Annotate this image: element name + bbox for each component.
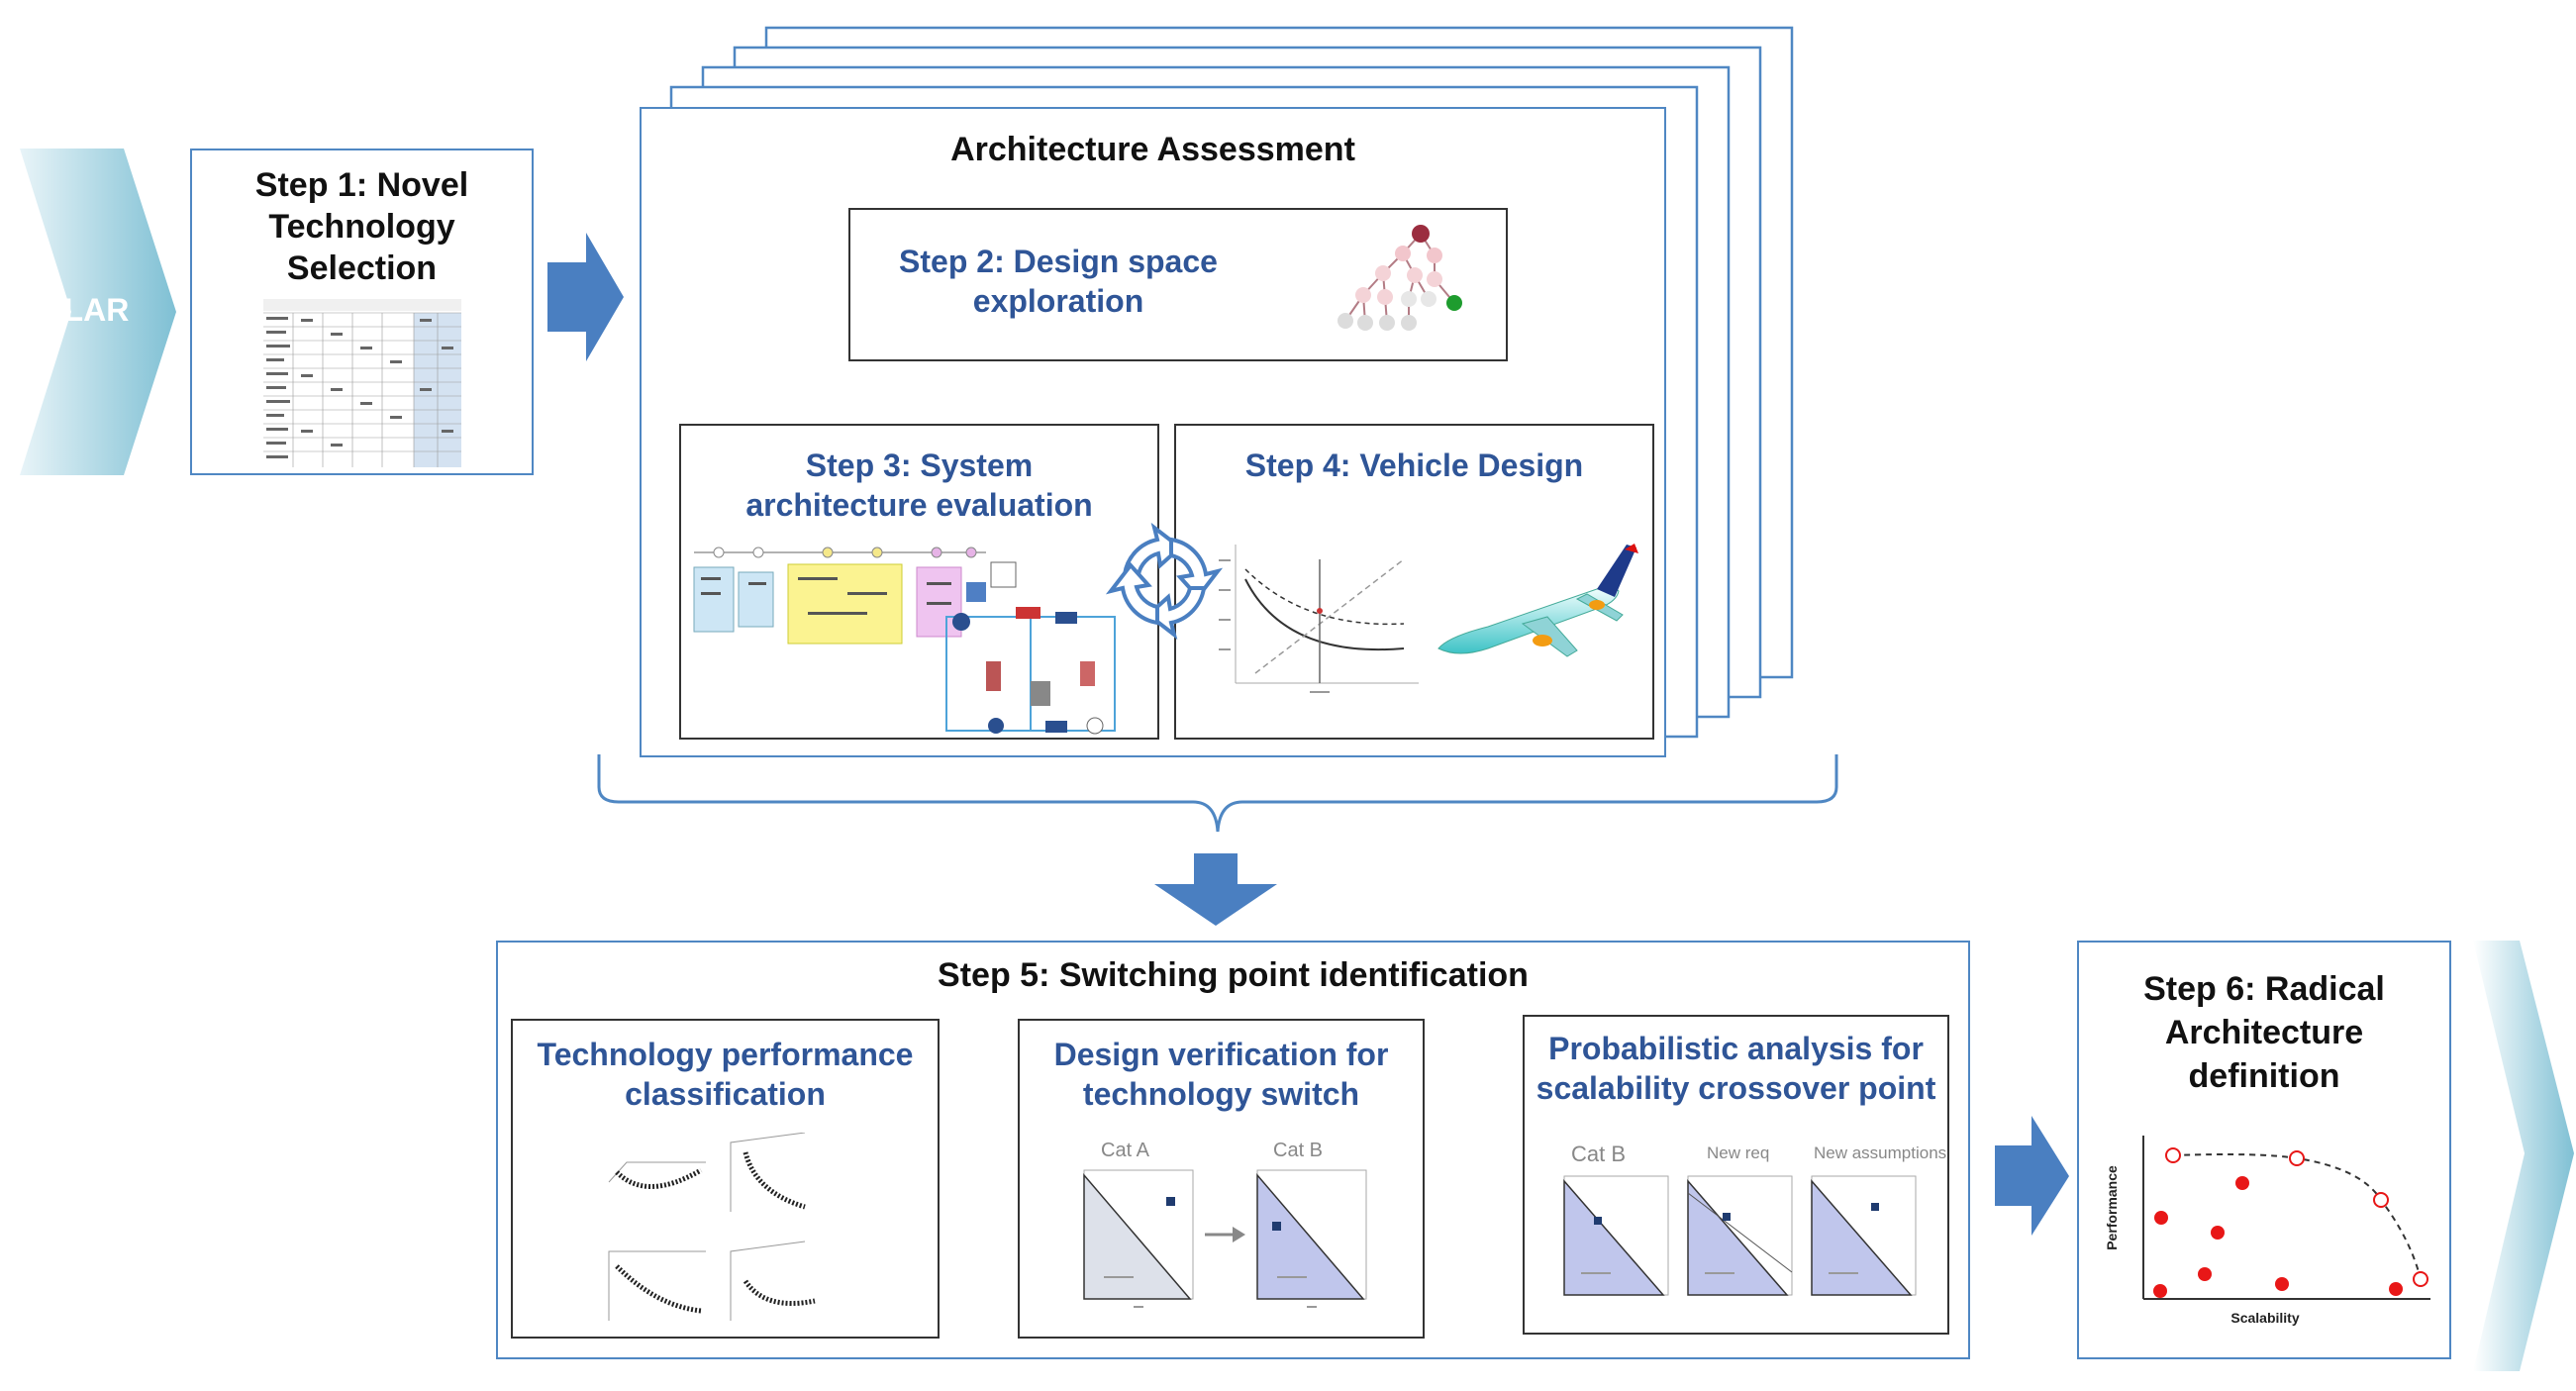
step5-panel-verification: Design verification for technology switc… <box>1018 1019 1425 1339</box>
step4-title: Step 4: Vehicle Design <box>1244 447 1584 483</box>
feasible-region-plots <box>1083 1169 1367 1308</box>
constraint-plot-thumbnail <box>1219 545 1419 693</box>
step3-title-line2: architecture evaluation <box>745 487 1093 523</box>
step1-title-line1: Step 1: Novel <box>254 166 469 204</box>
end-chevron <box>2473 941 2574 1371</box>
step3-box: Step 3: System architecture evaluation <box>679 424 1159 740</box>
scatter-thumbnails <box>608 1133 816 1321</box>
panel2-cat-b-label: Cat B <box>1273 1140 1324 1161</box>
step3-title-line1: Step 3: System <box>805 447 1034 483</box>
step1-title-line3: Selection <box>286 249 438 287</box>
step6-x-axis-label: Scalability <box>2230 1310 2300 1326</box>
panel3-title-line2: scalability crossover point <box>1536 1070 1936 1106</box>
step1-title-line2: Technology <box>268 208 455 246</box>
panel3-new-assumptions-label: New assumptions <box>1814 1143 1947 1162</box>
pareto-front-plot <box>2142 1136 2430 1300</box>
architecture-assessment-title: Architecture Assessment <box>950 131 1355 168</box>
arrow-step5-to-step6 <box>1995 1116 2069 1236</box>
panel2-title-line1: Design verification for <box>1053 1037 1389 1072</box>
panel3-title-line1: Probabilistic analysis for <box>1548 1031 1924 1066</box>
tlar-chevron <box>20 149 176 475</box>
architecture-assessment-box: Architecture Assessment Step 2: Design s… <box>640 107 1666 757</box>
step5-box: Step 5: Switching point identification T… <box>496 941 1970 1359</box>
step6-title-line2: Architecture <box>2164 1014 2364 1051</box>
technology-table-thumbnail <box>263 299 461 467</box>
aircraft-graphic <box>1437 544 1638 657</box>
step1-box: Step 1: Novel Technology Selection <box>190 149 534 475</box>
panel3-cat-b-label: Cat B <box>1571 1142 1627 1166</box>
panel3-new-req-label: New req <box>1707 1143 1770 1162</box>
tlar-label: TLAR <box>45 292 130 328</box>
step2-title-line1: Step 2: Design space <box>899 244 1218 279</box>
design-tree-graphic <box>1338 225 1462 331</box>
step5-title: Step 5: Switching point identification <box>938 956 1529 994</box>
step6-title-line1: Step 6: Radical <box>2143 970 2385 1008</box>
probabilistic-region-plots <box>1563 1175 1917 1296</box>
arrow-to-step5 <box>1154 853 1277 926</box>
arrow-step1-to-assessment <box>547 233 624 361</box>
panel2-title-line2: technology switch <box>1082 1076 1360 1112</box>
step5-panel-classification: Technology performance classification <box>511 1019 940 1339</box>
step6-title-line3: definition <box>2188 1057 2340 1095</box>
panel1-title-line1: Technology performance <box>537 1037 914 1072</box>
step2-title-line2: exploration <box>972 283 1144 319</box>
step2-box: Step 2: Design space exploration <box>848 208 1508 361</box>
step6-box: Step 6: Radical Architecture definition … <box>2077 941 2451 1359</box>
step6-y-axis-label: Performance <box>2104 1165 2120 1250</box>
panel2-cat-a-label: Cat A <box>1101 1140 1149 1161</box>
iteration-cycle-icon <box>1105 522 1224 641</box>
system-architecture-schematic <box>693 546 1116 735</box>
panel1-title-line2: classification <box>625 1076 826 1112</box>
step4-box: Step 4: Vehicle Design <box>1174 424 1654 740</box>
step5-panel-probabilistic: Probabilistic analysis for scalability c… <box>1523 1015 1949 1335</box>
brace <box>597 754 1838 833</box>
